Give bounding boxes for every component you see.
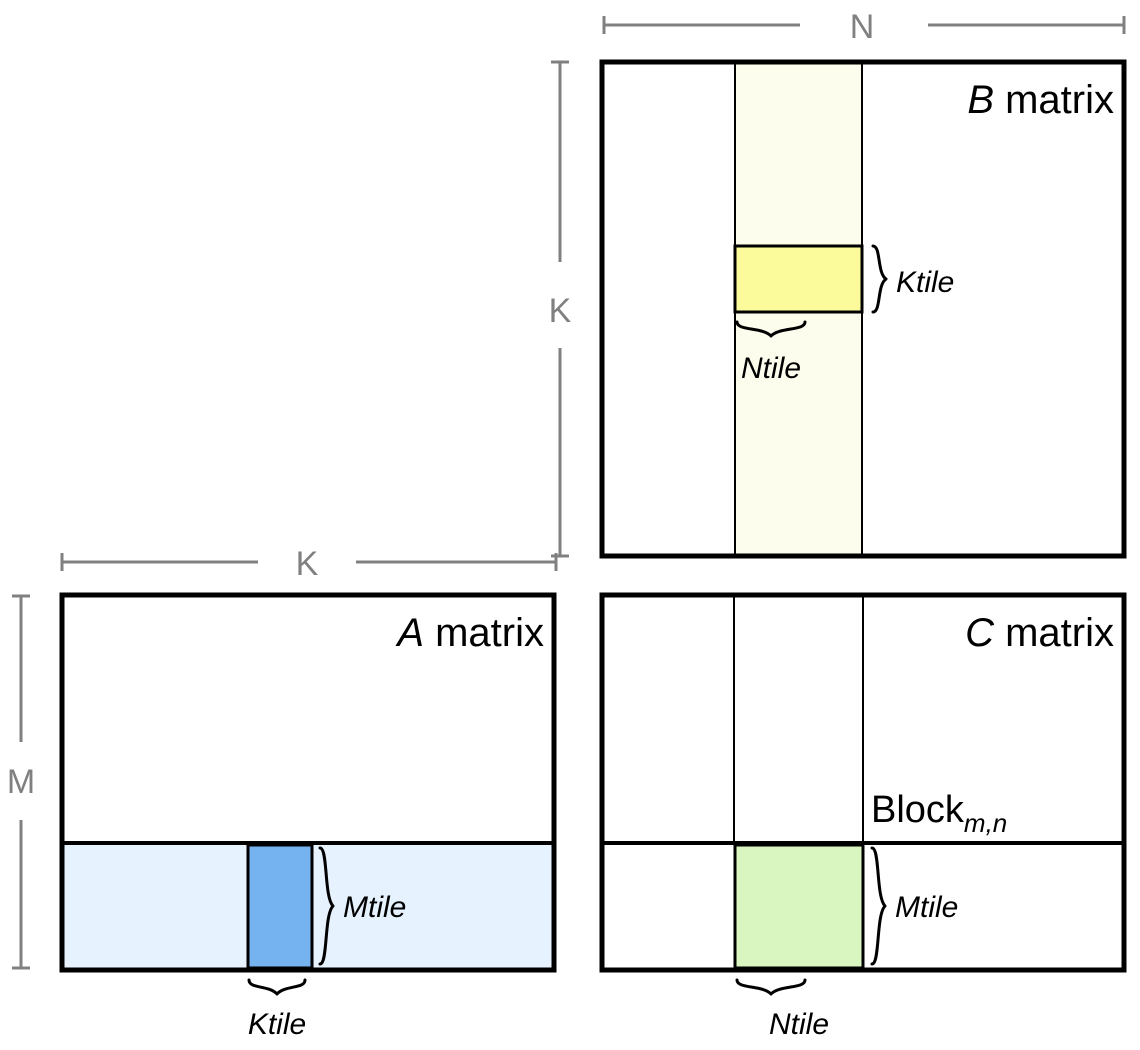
c-matrix-outline — [599, 592, 1127, 973]
c-matrix-block-label: Blockm,n — [871, 789, 1007, 838]
a-matrix-outline — [59, 592, 557, 973]
n-dimension-label: N — [850, 8, 875, 46]
b-matrix-ntile-label: Ntile — [741, 352, 801, 385]
c-matrix-title-symbol: C — [965, 611, 995, 655]
a-matrix-title: A matrix — [395, 611, 544, 655]
a-matrix-mtile-label: Mtile — [343, 891, 406, 924]
b-matrix-ntile-brace — [735, 320, 807, 338]
a-matrix-title-word: matrix — [424, 611, 544, 655]
c-matrix-title-word: matrix — [994, 611, 1114, 655]
a-matrix-ktile-brace — [247, 978, 307, 996]
c-matrix-ntile-label: Ntile — [769, 1008, 829, 1041]
b-matrix-title-word: matrix — [994, 78, 1114, 122]
c-matrix-group: C matrix Blockm,n Mtile Ntile — [599, 592, 1127, 1041]
k-dimension-a-group: K — [60, 545, 558, 583]
b-matrix-highlight-tile — [733, 244, 864, 314]
k-dimension-a-label: K — [296, 545, 319, 583]
a-matrix-group: A matrix Mtile Ktile — [59, 592, 557, 1041]
m-dimension-label: M — [7, 763, 35, 801]
a-matrix-ktile-label: Ktile — [248, 1008, 306, 1041]
a-matrix-title-symbol: A — [395, 611, 424, 655]
a-matrix-mtile-brace — [318, 846, 335, 966]
k-dimension-b-group: K — [549, 60, 572, 558]
c-matrix-mtile-brace — [870, 846, 887, 966]
b-matrix-outline — [599, 59, 1127, 559]
b-matrix-ktile-brace — [871, 244, 888, 314]
n-dimension-group: N — [602, 8, 1126, 46]
b-matrix-title: B matrix — [967, 78, 1114, 122]
c-matrix-title: C matrix — [965, 611, 1114, 655]
c-matrix-highlight-tile — [733, 843, 865, 970]
c-matrix-mtile-label: Mtile — [895, 891, 958, 924]
b-matrix-ktile-label: Ktile — [896, 266, 954, 299]
a-matrix-highlight-tile — [246, 843, 314, 970]
b-matrix-title-symbol: B — [967, 78, 994, 122]
b-matrix-group: B matrix Ktile Ntile — [599, 59, 1127, 559]
k-dimension-b-label: K — [549, 292, 572, 330]
m-dimension-group: M — [7, 594, 35, 970]
c-matrix-block-label-main: Block — [871, 789, 965, 831]
c-matrix-ntile-brace — [735, 978, 807, 996]
c-matrix-block-label-subscript: m,n — [964, 808, 1007, 838]
